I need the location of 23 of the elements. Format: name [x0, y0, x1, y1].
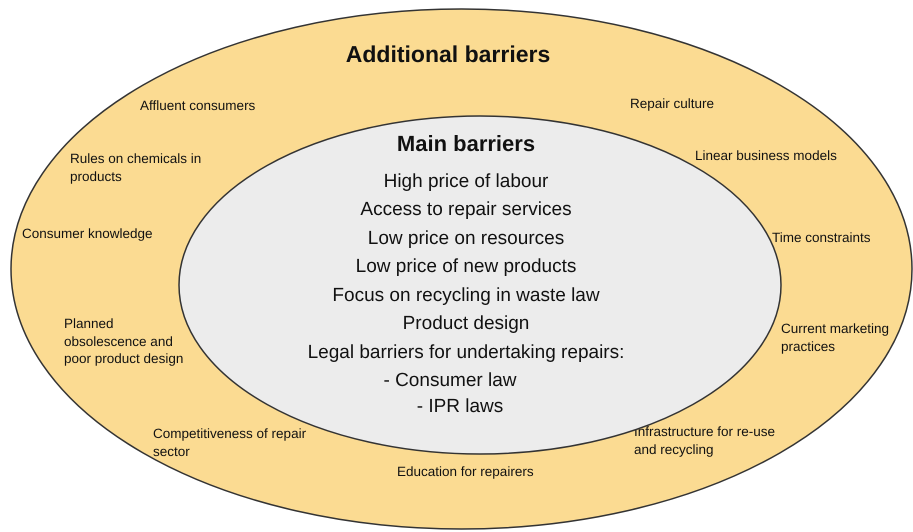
barrier-text: Consumer knowledge [22, 225, 153, 243]
barrier-text: Time constraints [772, 229, 871, 247]
outer-ellipse [10, 8, 913, 530]
barrier-text: Access to repair services [360, 198, 572, 222]
barrier-text: High price of labour [384, 170, 548, 194]
barrier-text: Planned obsolescence and poor product design [64, 315, 184, 368]
barrier-text: Product design [402, 312, 530, 336]
barrier-text: Competitiveness of repair sector [153, 425, 308, 460]
barrier-text: Focus on recycling in waste law [332, 284, 600, 308]
barrier-text: Education for repairers [397, 463, 534, 481]
barrier-text: Repair culture [630, 95, 714, 113]
heading: Main barriers [396, 130, 536, 158]
barrier-text: Legal barriers for undertaking repairs: [308, 341, 624, 365]
barrier-text: Low price on resources [368, 227, 564, 251]
barrier-text: Current marketing practices [781, 320, 890, 356]
barrier-text: - Consumer law [383, 369, 517, 393]
barrier-text: Affluent consumers [140, 97, 256, 115]
barrier-text: - IPR laws [416, 395, 504, 419]
barrier-text: Linear business models [695, 147, 837, 165]
barrier-text: Low price of new products [356, 255, 576, 279]
heading: Additional barriers [346, 40, 550, 69]
barrier-text: Infrastructure for re-use and recycling [634, 423, 776, 458]
barrier-text: Rules on chemicals in products [70, 150, 202, 186]
